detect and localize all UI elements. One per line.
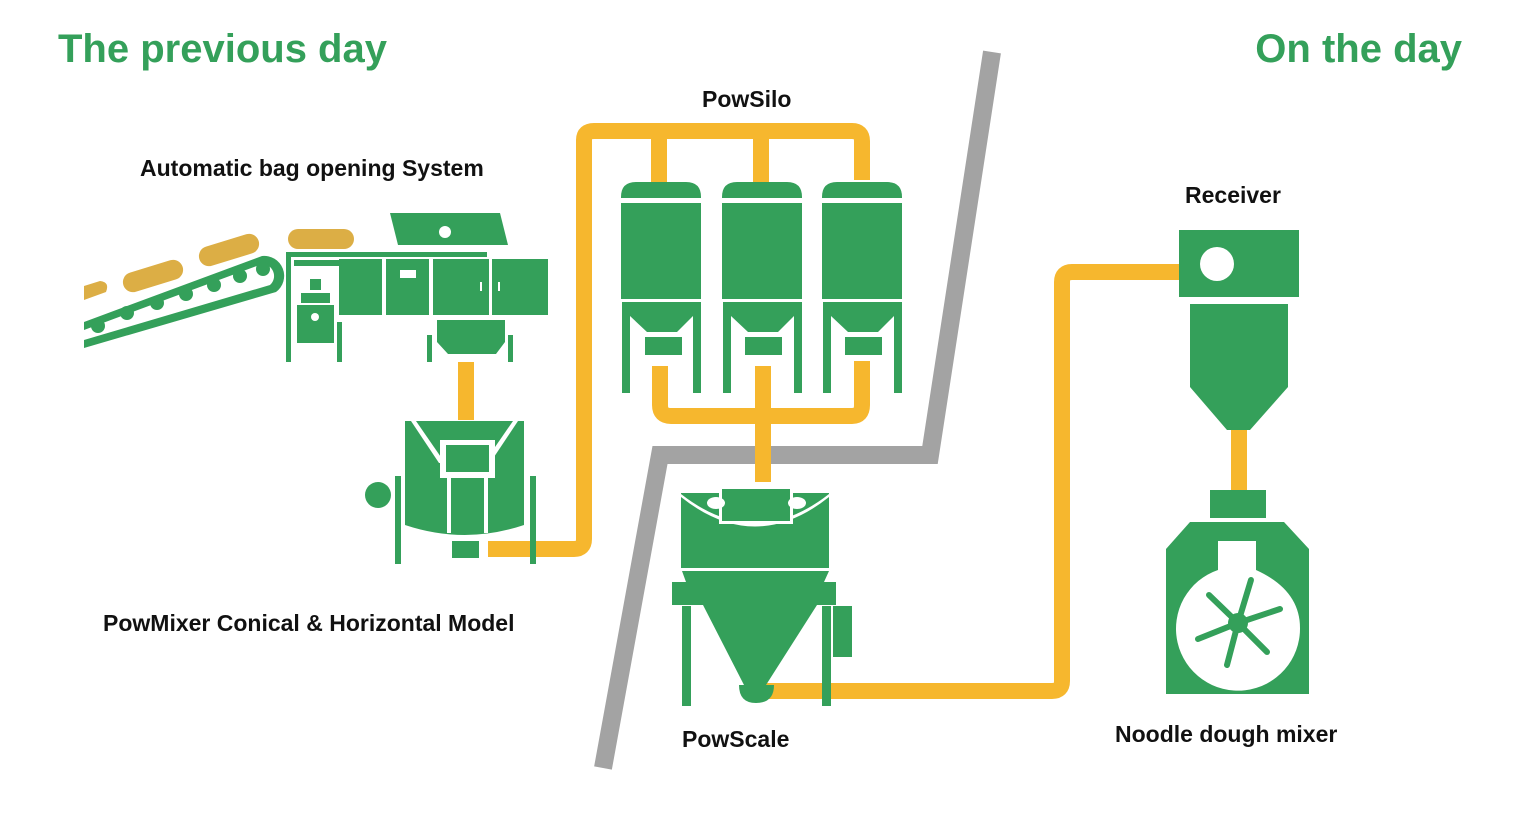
pipes — [458, 123, 1247, 699]
bag-opening-system — [84, 213, 548, 362]
bag-opener-body — [339, 259, 382, 315]
label-noodle-dough-mixer: Noodle dough mixer — [1115, 721, 1337, 747]
powsilo-1 — [621, 182, 701, 393]
powmixer-motor — [365, 482, 391, 508]
powscale-side-panel — [833, 606, 852, 657]
powsilo-2 — [722, 182, 802, 393]
pipe-scale-to-receiver — [766, 264, 1182, 699]
powscale — [672, 488, 852, 706]
label-powmixer: PowMixer Conical & Horizontal Model — [103, 610, 514, 636]
conveyor-belt — [84, 255, 285, 348]
receiver — [1179, 230, 1299, 430]
label-powsilo: PowSilo — [702, 86, 791, 112]
noodle-dough-mixer — [1166, 490, 1309, 694]
powsilo-3 — [822, 182, 902, 393]
label-receiver: Receiver — [1185, 182, 1281, 208]
heading-previous-day: The previous day — [58, 27, 388, 71]
label-bag-opening-system: Automatic bag opening System — [140, 155, 484, 181]
powsilo-group — [621, 182, 902, 393]
flour-bags — [84, 229, 354, 300]
day-divider-line — [594, 50, 1001, 770]
pipe-mixer-to-silo — [488, 123, 870, 557]
powmixer — [365, 421, 536, 564]
label-powscale: PowScale — [682, 726, 789, 752]
heading-on-the-day: On the day — [1255, 27, 1462, 71]
bag-opener-control-box — [297, 305, 334, 343]
